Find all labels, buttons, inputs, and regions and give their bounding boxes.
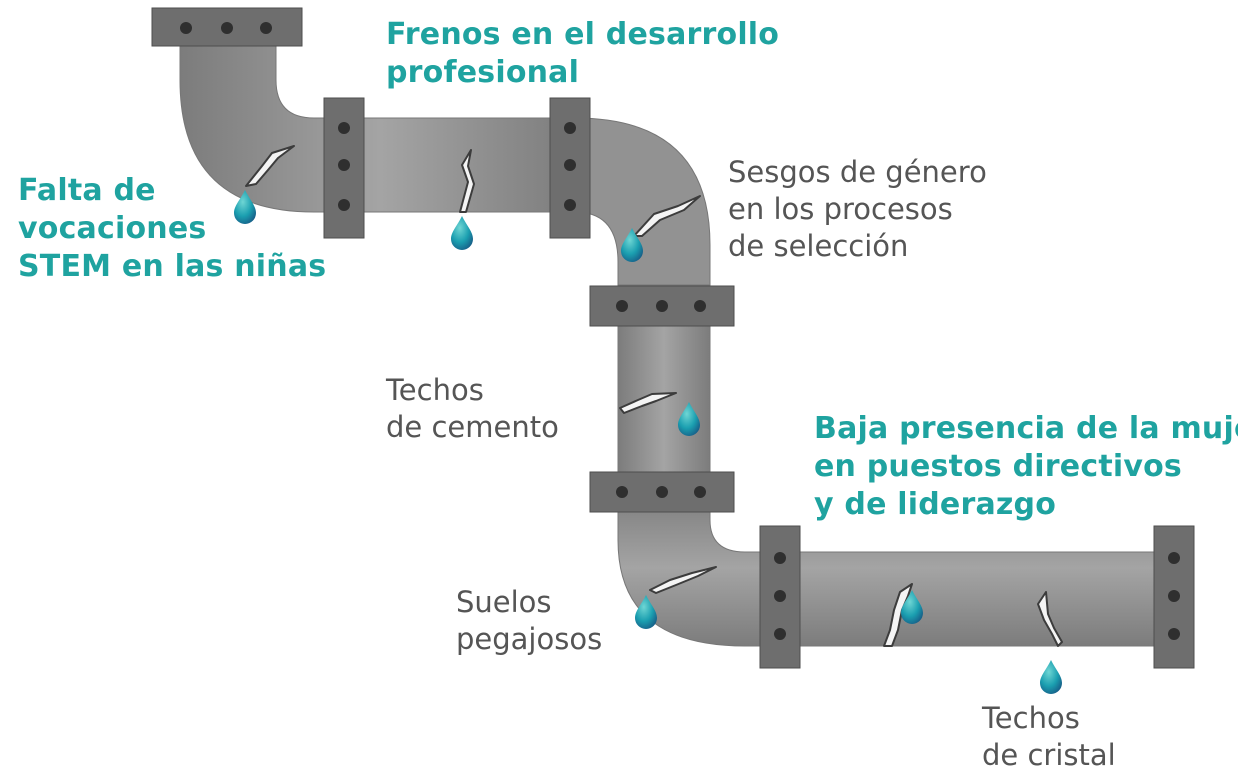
drop-icon [635, 595, 657, 629]
crack-4 [619, 392, 677, 414]
label-baja-presencia: Baja presencia de la mujer en puestos di… [814, 410, 1238, 524]
label-line: Techos [386, 373, 484, 407]
crack-2 [459, 149, 475, 213]
drop-icon [234, 190, 256, 224]
crack-1 [245, 145, 295, 187]
label-line: en puestos directivos [814, 449, 1182, 484]
label-line: de selección [728, 229, 909, 263]
drops [234, 190, 1062, 694]
drop-icon [1040, 660, 1062, 694]
label-techos-cemento: Techos de cemento [386, 372, 559, 446]
bolts [180, 22, 1180, 640]
pipe-segment-bottom [617, 489, 1166, 647]
label-frenos-desarrollo: Frenos en el desarrollo profesional [386, 16, 779, 92]
cracks [245, 145, 1063, 647]
label-line: Sesgos de género [728, 155, 987, 189]
label-line: Baja presencia de la mujer [814, 411, 1238, 446]
crack-7 [1037, 591, 1063, 647]
label-line: de cemento [386, 410, 559, 444]
crack-3 [633, 195, 701, 237]
label-line: Falta de [18, 173, 156, 208]
label-techos-cristal: Techos de cristal [982, 700, 1116, 774]
drop-icon [451, 216, 473, 250]
label-line: Suelos [456, 585, 552, 619]
label-line: Frenos en el desarrollo [386, 17, 780, 52]
drop-icon [678, 402, 700, 436]
drop-icon [621, 228, 643, 262]
label-line: vocaciones [18, 211, 207, 246]
label-falta-vocaciones: Falta de vocaciones STEM en las niñas [18, 172, 326, 286]
label-line: STEM en las niñas [18, 249, 327, 284]
drop-icon [901, 590, 923, 624]
label-line: y de liderazgo [814, 487, 1057, 522]
label-sesgos-genero: Sesgos de género en los procesos de sele… [728, 154, 987, 265]
label-line: profesional [386, 55, 580, 90]
pipe-elbow-right [574, 117, 711, 291]
label-line: de cristal [982, 738, 1116, 772]
label-line: pegajosos [456, 622, 603, 656]
label-line: en los procesos [728, 192, 953, 226]
pipe-segment-top [179, 44, 581, 213]
crack-5 [649, 566, 717, 594]
label-line: Techos [982, 701, 1080, 735]
label-suelos-pegajosos: Suelos pegajosos [456, 584, 602, 658]
